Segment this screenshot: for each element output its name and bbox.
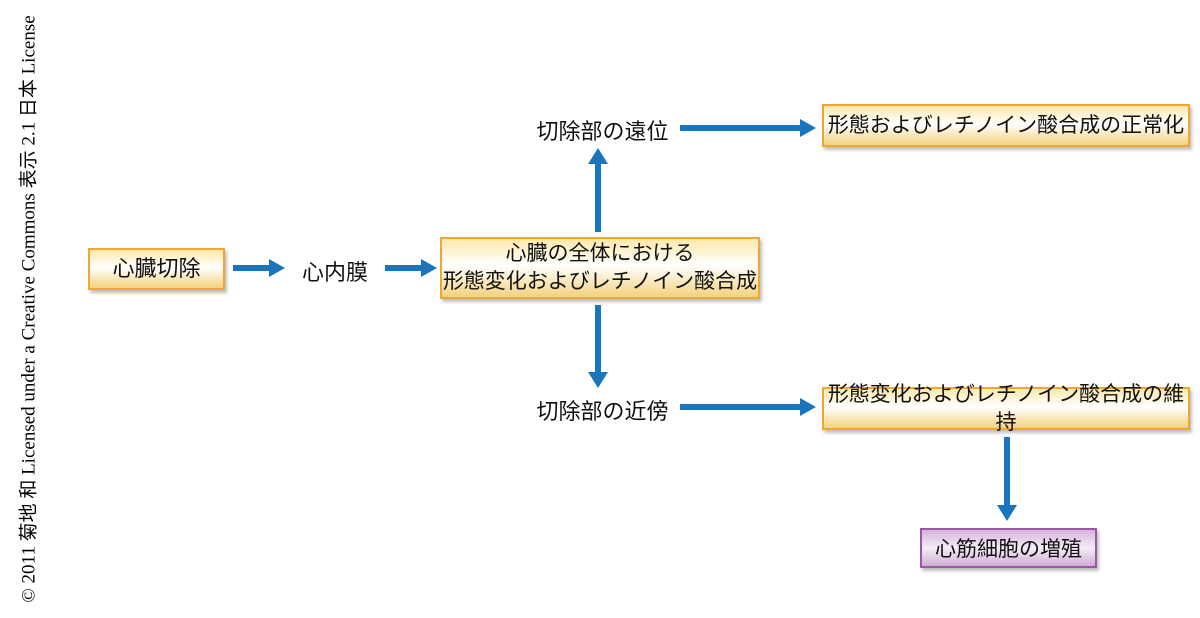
arrow-shaft [385, 265, 421, 271]
node-normalization: 形態およびレチノイン酸合成の正常化 [822, 104, 1190, 147]
arrow-shaft [680, 125, 800, 131]
arrow-excision-to-endocardium-icon [233, 259, 285, 277]
node-whole-heart-line2: 形態変化およびレチノイン酸合成 [442, 270, 758, 293]
arrow-shaft [595, 305, 601, 372]
node-whole-heart-changes: 心臓の全体における 形態変化およびレチノイン酸合成 [440, 237, 760, 299]
arrow-shaft [595, 164, 601, 232]
arrow-distal-to-normalization-icon [680, 119, 816, 137]
arrow-endocardium-to-wholeheart-icon [385, 259, 437, 277]
node-heart-excision-label: 心臓切除 [112, 256, 201, 281]
arrow-shaft [1004, 437, 1010, 505]
node-whole-heart-line1: 心臓の全体における [505, 242, 695, 265]
node-heart-excision: 心臓切除 [88, 248, 225, 290]
node-maintenance-label: 形態変化およびレチノイン酸合成の維持 [827, 382, 1185, 434]
arrow-head-right-icon [421, 259, 437, 277]
node-endocardium-label: 心内膜 [301, 260, 368, 285]
node-distal-label: 切除部の遠位 [536, 119, 669, 144]
copyright-license-text: © 2011 菊地 和 Licensed under a Creative Co… [18, 15, 40, 603]
arrow-head-down-icon [997, 505, 1017, 521]
arrow-wholeheart-to-proximal-icon [588, 305, 608, 388]
arrow-head-up-icon [588, 148, 608, 164]
node-proximal-label: 切除部の近傍 [536, 399, 669, 424]
node-proliferation: 心筋細胞の増殖 [920, 528, 1097, 568]
arrow-proximal-to-maintenance-icon [680, 398, 816, 416]
arrow-head-right-icon [269, 259, 285, 277]
node-proliferation-label: 心筋細胞の増殖 [935, 538, 1082, 561]
arrow-head-down-icon [588, 372, 608, 388]
arrow-shaft [233, 265, 269, 271]
node-maintenance: 形態変化およびレチノイン酸合成の維持 [822, 383, 1190, 434]
arrow-head-right-icon [800, 119, 816, 137]
arrow-shaft [680, 404, 800, 410]
arrow-wholeheart-to-distal-icon [588, 148, 608, 232]
arrow-maintenance-to-proliferation-icon [997, 437, 1017, 521]
node-normalization-label: 形態およびレチノイン酸合成の正常化 [827, 113, 1185, 137]
arrow-head-right-icon [800, 398, 816, 416]
